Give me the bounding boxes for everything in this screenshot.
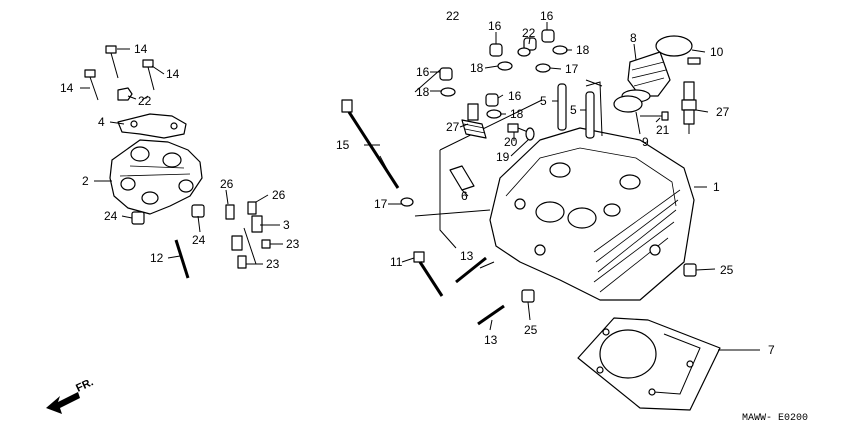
screw-21 xyxy=(640,111,669,121)
callout-14c: 14 xyxy=(166,67,180,81)
callout-7: 7 xyxy=(768,343,775,357)
studs-13 xyxy=(455,256,505,326)
cylinder-head xyxy=(489,127,695,301)
callout-1: 1 xyxy=(713,180,720,194)
callout-26a: 26 xyxy=(220,177,234,191)
callout-9: 9 xyxy=(642,135,649,149)
callout-17a: 17 xyxy=(565,62,579,76)
callout-4: 4 xyxy=(98,115,105,129)
front-direction-arrow-icon: FR. xyxy=(46,376,95,414)
callout-17b: 17 xyxy=(374,197,388,211)
callout-12: 12 xyxy=(150,251,164,265)
callout-27b: 27 xyxy=(716,105,730,119)
nut-22-left xyxy=(117,87,133,101)
callout-27a: 27 xyxy=(446,120,460,134)
callout-20: 20 xyxy=(504,135,518,149)
callout-21: 21 xyxy=(656,123,670,137)
callout-23b: 23 xyxy=(266,257,280,271)
callout-14a: 14 xyxy=(134,42,148,56)
bolt-11 xyxy=(413,251,444,297)
callout-25b: 25 xyxy=(524,323,538,337)
rocker-shafts xyxy=(225,201,271,269)
sleeve-6 xyxy=(449,165,475,191)
callout-24a: 24 xyxy=(104,209,118,223)
callout-26b: 26 xyxy=(272,188,286,202)
diagram-code: MAWW- E0200 xyxy=(742,413,808,424)
spark-plug-right xyxy=(681,81,697,134)
callout-13a: 13 xyxy=(460,249,474,263)
head-outline-dashed xyxy=(439,79,603,249)
callout-18b: 18 xyxy=(576,43,590,57)
callout-24b: 24 xyxy=(192,233,206,247)
callout-14b: 14 xyxy=(60,81,74,95)
stud-12 xyxy=(174,239,190,279)
callout-16d: 16 xyxy=(508,89,522,103)
callout-11: 11 xyxy=(390,255,403,269)
callout-8: 8 xyxy=(630,31,637,45)
head-gasket xyxy=(577,317,721,411)
callout-5b: 5 xyxy=(570,103,577,117)
bolts-14 xyxy=(84,45,155,101)
callout-10: 10 xyxy=(710,45,724,59)
callout-3: 3 xyxy=(283,218,290,232)
valve-guides xyxy=(557,83,595,139)
bolt-15 xyxy=(341,99,400,189)
insulator-8 xyxy=(621,51,671,103)
rocker-arm-holder xyxy=(109,139,203,215)
callout-23a: 23 xyxy=(286,237,300,251)
callout-16a: 16 xyxy=(488,19,502,33)
callout-13b: 13 xyxy=(484,333,498,347)
valve-seals xyxy=(439,29,568,119)
holder-plate xyxy=(117,113,187,139)
callout-22c: 22 xyxy=(446,9,460,23)
callout-18a: 18 xyxy=(470,61,484,75)
callout-2: 2 xyxy=(82,174,89,188)
direction-label: FR. xyxy=(74,376,95,394)
callout-19: 19 xyxy=(496,150,510,164)
washer-19 xyxy=(525,127,535,141)
clamp-10 xyxy=(655,35,701,65)
callout-5: 5 xyxy=(540,94,547,108)
bolt-20 xyxy=(507,123,529,133)
callout-16c: 16 xyxy=(416,65,430,79)
leader-lines xyxy=(80,22,760,351)
callout-6: 6 xyxy=(461,189,468,203)
callout-18d: 18 xyxy=(510,107,524,121)
callout-labels: 1 2 3 4 5 5 6 7 8 9 10 11 12 13 13 14 14… xyxy=(60,9,775,357)
clamp-9 xyxy=(613,95,643,113)
spark-plug-left xyxy=(461,103,487,139)
washer-17-mid xyxy=(400,197,414,207)
callout-22a: 22 xyxy=(522,26,536,40)
callout-25a: 25 xyxy=(720,263,734,277)
callout-22b: 22 xyxy=(138,94,152,108)
callout-16b: 16 xyxy=(540,9,554,23)
callout-15: 15 xyxy=(336,138,350,152)
callout-18c: 18 xyxy=(416,85,430,99)
